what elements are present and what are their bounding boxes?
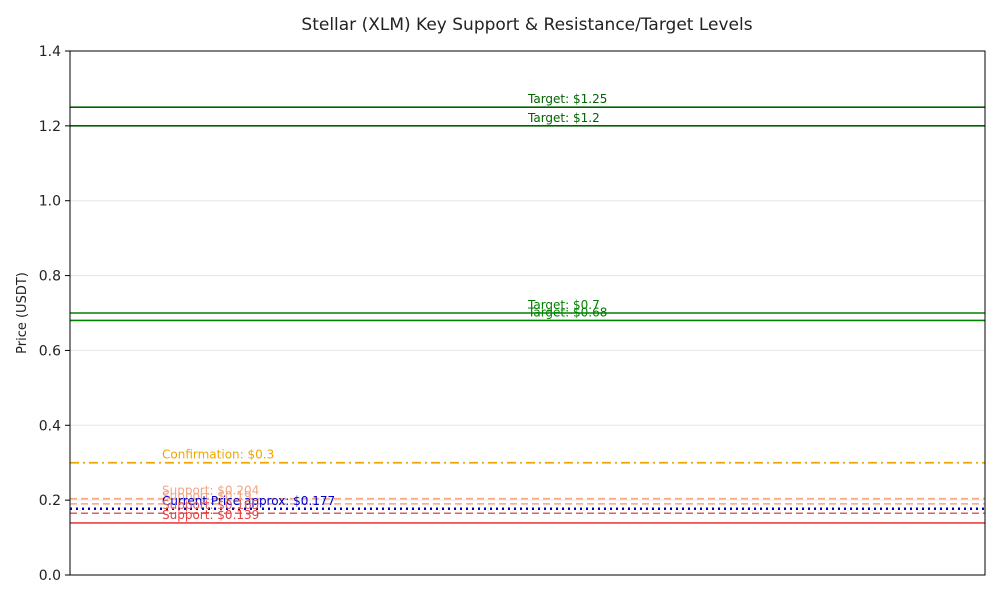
y-tick-label: 1.4 (39, 44, 61, 60)
plot-frame (69, 50, 986, 576)
level-label: Target: $1.25 (527, 92, 607, 106)
level-label: Support: $0.19 (162, 489, 252, 503)
y-tick-label: 0.6 (39, 343, 61, 359)
y-tick-label: 0.4 (39, 418, 61, 434)
level-label: Target: $0.68 (527, 305, 607, 319)
level-label: Current Price approx: $0.177 (162, 494, 335, 508)
y-tick-label: 1.2 (39, 119, 61, 135)
y-axis-ticks: 0.0 0.2 0.4 0.6 0.8 1.0 1.2 1.4 (39, 44, 70, 584)
level-label: Support: $0.139 (162, 508, 259, 522)
chart-title: Stellar (XLM) Key Support & Resistance/T… (301, 15, 752, 35)
level-label: Target: $0.7 (527, 298, 600, 312)
level-label: Support: $0.165 (162, 498, 259, 512)
y-axis-label: Price (USDT) (15, 272, 30, 354)
level-label: Support: $0.204 (162, 484, 259, 498)
y-tick-label: 1.0 (39, 194, 61, 210)
level-label: Confirmation: $0.3 (162, 448, 274, 462)
y-tick-label: 0.0 (39, 568, 61, 584)
y-tick-label: 0.8 (39, 269, 61, 285)
level-label: Target: $1.2 (527, 111, 600, 125)
y-tick-label: 0.2 (39, 493, 61, 509)
